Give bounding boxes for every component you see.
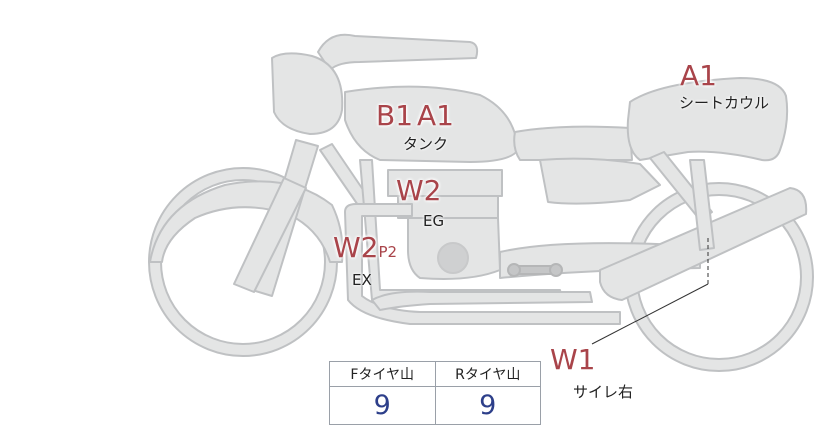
marker-w2-ex-sub: P2 bbox=[378, 243, 398, 261]
engine-cylinder bbox=[387, 169, 503, 197]
label-tank: タンク bbox=[403, 135, 449, 153]
exhaust-pipe-lower bbox=[371, 290, 593, 311]
label-ex: EX bbox=[352, 271, 372, 289]
marker-w2-ex: W2P2 bbox=[333, 234, 397, 266]
handlebar bbox=[317, 33, 479, 71]
marker-a1-seat: A1 bbox=[680, 59, 717, 92]
marker-b1: B1 bbox=[376, 99, 414, 132]
w1-leader-line bbox=[591, 283, 709, 345]
label-eg: EG bbox=[423, 212, 445, 230]
rear-tire-value: 9 bbox=[434, 386, 541, 425]
headlight bbox=[271, 52, 344, 135]
marker-w2-ex-code: W2 bbox=[333, 231, 379, 264]
tire-tread-table: Fタイヤ山 Rタイヤ山 9 9 bbox=[329, 361, 541, 425]
label-seat-cowl: シートカウル bbox=[679, 94, 770, 112]
rear-shock bbox=[689, 159, 715, 251]
marker-w1: W1 bbox=[550, 343, 596, 376]
label-silencer-right: サイレ右 bbox=[573, 383, 634, 401]
engine-cover bbox=[437, 242, 469, 274]
side-cover bbox=[539, 157, 661, 205]
rear-tire-header: Rタイヤ山 bbox=[434, 361, 541, 387]
marker-w2-eg: W2 bbox=[396, 174, 442, 207]
seat-cowl bbox=[626, 77, 789, 162]
front-tire-value: 9 bbox=[329, 386, 436, 425]
seat bbox=[513, 125, 633, 161]
marker-a1-tank: A1 bbox=[417, 99, 454, 132]
front-forks bbox=[233, 139, 319, 297]
front-tire-header: Fタイヤ山 bbox=[329, 361, 436, 387]
